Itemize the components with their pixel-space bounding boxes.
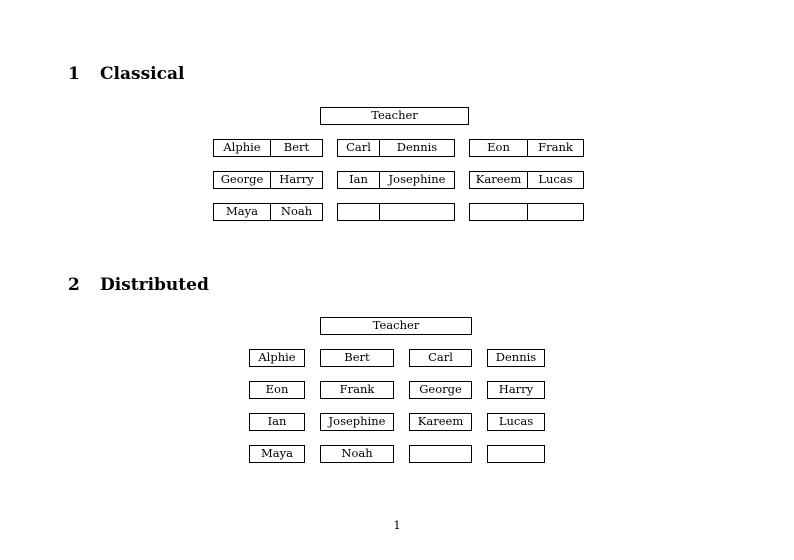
distributed-col2-row3: Josephine [320, 413, 394, 431]
name-cell: Lucas [487, 413, 545, 431]
classical-col3-row2: Kareem Lucas [469, 171, 584, 189]
name-cell: Dennis [487, 349, 545, 367]
table-row: Harry [487, 381, 545, 399]
name-cell: Maya [249, 445, 305, 463]
table-row: Alphie [249, 349, 305, 367]
classical-col2-row2: Ian Josephine [337, 171, 455, 189]
empty-cell [409, 445, 472, 463]
name-cell: Harry [270, 171, 323, 189]
name-cell: George [213, 171, 271, 189]
distributed-col2-row1: Bert [320, 349, 394, 367]
name-cell: Kareem [469, 171, 528, 189]
empty-cell [487, 445, 545, 463]
table-row: Alphie Bert [213, 139, 323, 157]
page-number: 1 [393, 518, 401, 532]
table-row: Josephine [320, 413, 394, 431]
name-cell: Alphie [213, 139, 271, 157]
distributed-col2-row2: Frank [320, 381, 394, 399]
distributed-col4-row1: Dennis [487, 349, 545, 367]
table-row: Bert [320, 349, 394, 367]
table-row: Teacher [320, 107, 469, 125]
classical-col2-row1: Carl Dennis [337, 139, 455, 157]
empty-cell [469, 203, 528, 221]
table-row: Frank [320, 381, 394, 399]
table-row [409, 445, 472, 463]
table-row: Carl [409, 349, 472, 367]
table-row: Maya [249, 445, 305, 463]
name-cell: George [409, 381, 472, 399]
name-cell: Josephine [379, 171, 455, 189]
classical-col3-row1: Eon Frank [469, 139, 584, 157]
classical-col2-row3 [337, 203, 455, 221]
table-row: Carl Dennis [337, 139, 455, 157]
name-cell: Josephine [320, 413, 394, 431]
table-row: George Harry [213, 171, 323, 189]
section-title: Classical [100, 64, 185, 84]
name-cell: Eon [249, 381, 305, 399]
distributed-col3-row1: Carl [409, 349, 472, 367]
name-cell: Carl [409, 349, 472, 367]
name-cell: Noah [320, 445, 394, 463]
classical-col3-row3 [469, 203, 584, 221]
classical-col1-row3: Maya Noah [213, 203, 323, 221]
table-row: Kareem Lucas [469, 171, 584, 189]
table-row: Teacher [320, 317, 472, 335]
table-row [487, 445, 545, 463]
classical-col1-row2: George Harry [213, 171, 323, 189]
distributed-col4-row3: Lucas [487, 413, 545, 431]
classical-teacher-box: Teacher [320, 107, 469, 125]
section-number: 1 [68, 64, 80, 84]
name-cell: Ian [337, 171, 380, 189]
table-row [337, 203, 455, 221]
name-cell: Eon [469, 139, 528, 157]
distributed-teacher-box: Teacher [320, 317, 472, 335]
section-number: 2 [68, 275, 80, 295]
name-cell: Bert [270, 139, 323, 157]
distributed-col1-row4: Maya [249, 445, 305, 463]
name-cell: Bert [320, 349, 394, 367]
name-cell: Alphie [249, 349, 305, 367]
table-row: Dennis [487, 349, 545, 367]
name-cell: Ian [249, 413, 305, 431]
name-cell: Carl [337, 139, 380, 157]
distributed-col1-row3: Ian [249, 413, 305, 431]
distributed-col4-row2: Harry [487, 381, 545, 399]
name-cell: Frank [320, 381, 394, 399]
name-cell: Frank [527, 139, 584, 157]
empty-cell [379, 203, 455, 221]
distributed-col1-row2: Eon [249, 381, 305, 399]
table-row: Noah [320, 445, 394, 463]
table-row: Maya Noah [213, 203, 323, 221]
table-row [469, 203, 584, 221]
table-row: Eon Frank [469, 139, 584, 157]
table-row: George [409, 381, 472, 399]
name-cell: Noah [270, 203, 323, 221]
empty-cell [527, 203, 584, 221]
classical-col1-row1: Alphie Bert [213, 139, 323, 157]
distributed-col4-row4 [487, 445, 545, 463]
teacher-cell: Teacher [320, 107, 469, 125]
distributed-col1-row1: Alphie [249, 349, 305, 367]
distributed-col3-row3: Kareem [409, 413, 472, 431]
section-heading-distributed: 2 Distributed [68, 277, 209, 294]
distributed-col3-row2: George [409, 381, 472, 399]
table-row: Lucas [487, 413, 545, 431]
name-cell: Lucas [527, 171, 584, 189]
empty-cell [337, 203, 380, 221]
section-heading-classical: 1 Classical [68, 66, 184, 83]
section-title: Distributed [100, 275, 209, 295]
distributed-col3-row4 [409, 445, 472, 463]
name-cell: Maya [213, 203, 271, 221]
name-cell: Harry [487, 381, 545, 399]
distributed-col2-row4: Noah [320, 445, 394, 463]
table-row: Ian Josephine [337, 171, 455, 189]
table-row: Eon [249, 381, 305, 399]
teacher-cell: Teacher [320, 317, 472, 335]
table-row: Kareem [409, 413, 472, 431]
name-cell: Dennis [379, 139, 455, 157]
name-cell: Kareem [409, 413, 472, 431]
table-row: Ian [249, 413, 305, 431]
